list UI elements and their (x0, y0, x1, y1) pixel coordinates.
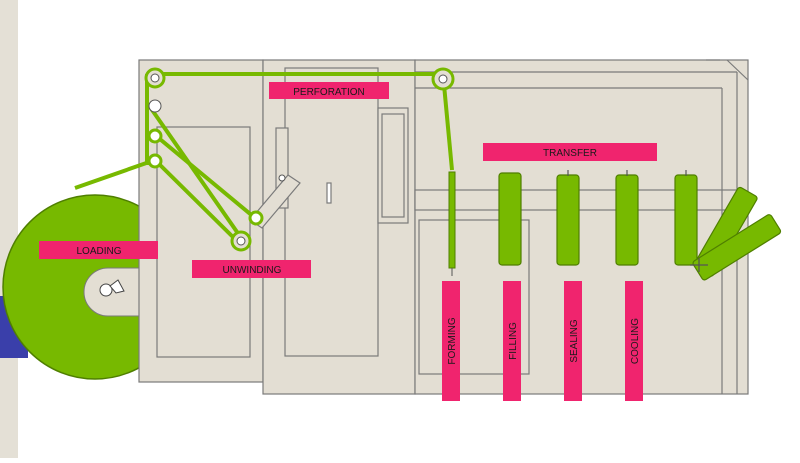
label-forming-text: FORMING (447, 317, 458, 364)
bag-transfer-3 (692, 214, 782, 281)
label-cooling-text: COOLING (630, 318, 641, 364)
left-strip (0, 0, 18, 458)
station-bags (498, 170, 782, 281)
label-transfer: TRANSFER (483, 143, 657, 161)
rollers (144, 67, 455, 252)
label-transfer-text: TRANSFER (543, 148, 597, 159)
label-perforation-text: PERFORATION (293, 87, 364, 98)
tension-roller-top (248, 210, 264, 226)
forming-tool (448, 171, 456, 276)
perforation-frame (262, 59, 416, 395)
label-loading-text: LOADING (76, 246, 121, 257)
bag-sealing (556, 174, 580, 266)
label-filling: FILLING (503, 281, 521, 401)
inspection-window (377, 107, 409, 224)
film-path (74, 72, 454, 246)
label-unwinding: UNWINDING (192, 260, 311, 278)
bag-filling (498, 172, 522, 266)
bag-transfer-1 (674, 174, 698, 266)
label-unwinding-text: UNWINDING (223, 265, 282, 276)
reel-hub (99, 283, 113, 297)
label-perforation: PERFORATION (269, 82, 389, 99)
small-roller (148, 99, 162, 113)
bag-cooling (615, 174, 639, 266)
label-sealing-text: SEALING (569, 319, 580, 363)
label-filling-text: FILLING (508, 322, 519, 360)
label-sealing: SEALING (564, 281, 582, 401)
label-loading: LOADING (39, 241, 158, 259)
label-cooling: COOLING (625, 281, 643, 401)
door-handle (326, 182, 332, 204)
label-forming: FORMING (442, 281, 460, 401)
